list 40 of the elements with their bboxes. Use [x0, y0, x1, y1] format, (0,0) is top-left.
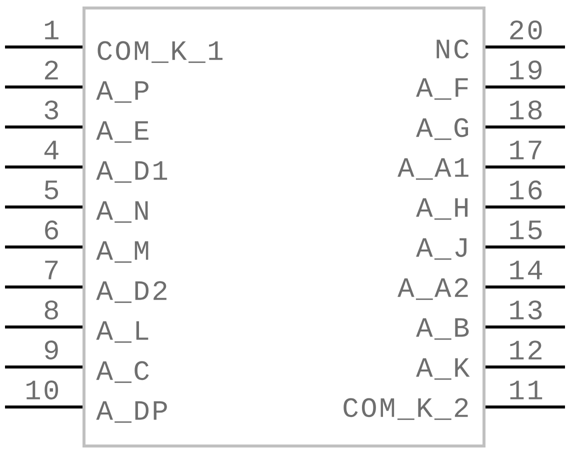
pin-name: A_J [416, 238, 466, 260]
pin-name: A_D2 [96, 281, 166, 303]
pin-number: 13 [510, 300, 542, 320]
pin-name: A_F [416, 78, 468, 100]
pin-number: 15 [510, 220, 542, 240]
pin-name: A_DP [96, 401, 167, 423]
pin-number: 8 [44, 300, 58, 320]
pin-name: A_A2 [398, 278, 468, 300]
pin-name: A_N [96, 201, 148, 223]
pin-name: A_A1 [398, 158, 468, 180]
pin-number: 5 [44, 180, 58, 200]
pin-number: 14 [510, 260, 542, 280]
pin-name: COM_K_2 [344, 398, 468, 420]
pin-name: COM_K_1 [98, 41, 222, 63]
pin-name: A_B [416, 318, 469, 340]
pin-number: 12 [510, 340, 542, 360]
pin-number: 18 [510, 100, 542, 120]
pin-name: A_G [416, 118, 468, 140]
pin-number: 17 [510, 140, 542, 160]
pin-name: A_D1 [96, 161, 168, 183]
pin-name: NC [436, 40, 469, 58]
pin-number: 9 [44, 340, 58, 360]
pin-number: 7 [45, 260, 58, 280]
pin-number: 6 [45, 220, 58, 240]
pin-name: A_K [416, 358, 470, 380]
pin-number: 20 [510, 20, 542, 40]
pin-name: A_P [96, 81, 148, 103]
pin-number: 1 [45, 20, 58, 40]
pin-name: A_L [96, 321, 148, 343]
pin-number: 11 [510, 380, 542, 400]
pin-number: 2 [44, 60, 58, 80]
pin-number: 3 [44, 100, 58, 120]
pin-number: 16 [510, 180, 542, 200]
pin-name: A_H [416, 198, 468, 220]
pin-number: 19 [510, 60, 542, 80]
pin-number: 10 [26, 380, 58, 400]
pin-name: A_M [96, 241, 148, 263]
pin-name: A_E [96, 121, 148, 143]
pin-number: 4 [44, 140, 58, 160]
pin-name: A_C [96, 361, 149, 383]
